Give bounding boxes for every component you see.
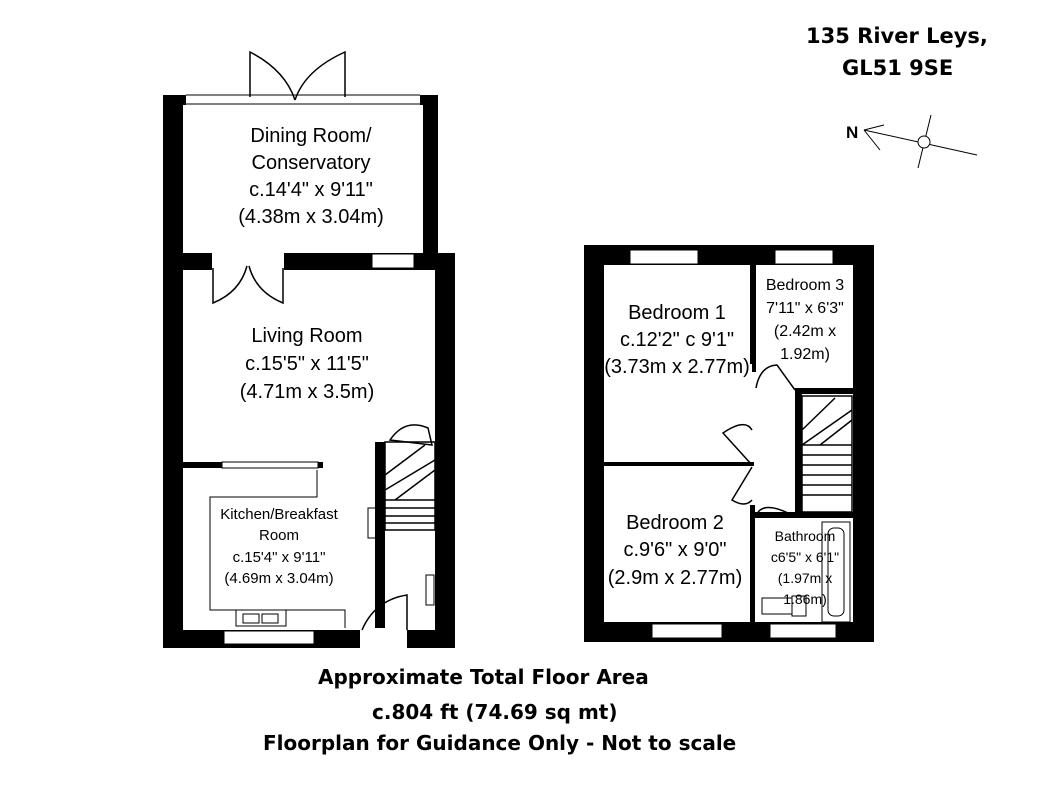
landing-stair-wall <box>795 394 802 512</box>
bedroom3-imperial: 7'11" x 6'3" <box>766 300 844 317</box>
bathroom-imperial: c6'5" x 6'1" <box>771 549 839 565</box>
living-window <box>371 253 415 269</box>
bathroom-window <box>769 623 837 639</box>
bedroom2-east-wall <box>750 505 755 623</box>
bedroom3-south-wall <box>795 388 855 394</box>
dining-room-name-2: Conservatory <box>252 152 371 174</box>
bathroom-door-swing <box>755 506 791 517</box>
address-line-1: 135 River Leys, <box>806 24 988 48</box>
bedroom3-name: Bedroom 3 <box>766 277 844 294</box>
french-door-gap <box>186 95 420 105</box>
footer-total-area-heading: Approximate Total Floor Area <box>318 665 649 689</box>
stair-wall <box>375 442 385 630</box>
address-line-2: GL51 9SE <box>842 56 954 80</box>
dining-room-imperial: c.14'4" x 9'11" <box>249 179 373 201</box>
bedroom3-metric-2: 1.92m) <box>780 346 830 363</box>
living-door-gap <box>212 253 284 270</box>
dining-room-name-1: Dining Room/ <box>250 125 372 147</box>
kitchen-name-1: Kitchen/Breakfast <box>220 506 338 523</box>
kitchen-counter <box>209 470 435 628</box>
bedroom1-imperial: c.12'2" c 9'1" <box>620 329 734 351</box>
bedroom3-west-wall <box>752 262 756 372</box>
footer-disclaimer: Floorplan for Guidance Only - Not to sca… <box>263 731 737 755</box>
bathroom-name: Bathroom <box>775 528 836 544</box>
french-door-right-swing <box>294 50 346 101</box>
dining-room-metric: (4.38m x 3.04m) <box>238 206 384 228</box>
bedroom1-window <box>629 249 699 265</box>
front-door-gap <box>360 628 407 648</box>
kitchen-opening <box>221 461 319 469</box>
compass-rose-icon <box>863 114 978 169</box>
footer-total-area-value: c.804 ft (74.69 sq mt) <box>372 700 618 724</box>
bathroom-metric-1: (1.97m x <box>778 570 832 586</box>
ground-floor-staircase <box>384 424 436 531</box>
kitchen-label: Kitchen/Breakfast Room c.15'4" x 9'11" (… <box>220 506 338 587</box>
living-door-left-swing <box>212 265 248 305</box>
bedroom1-metric: (3.73m x 2.77m) <box>604 356 750 378</box>
kitchen-imperial: c.15'4" x 9'11" <box>233 549 326 566</box>
ground-floor-plan <box>163 50 455 648</box>
bathroom-label: Bathroom c6'5" x 6'1" (1.97m x 1.86m) <box>771 528 839 607</box>
bathroom-north-wall <box>755 512 855 518</box>
bedroom1-bedroom2-wall <box>604 462 754 466</box>
first-floor-plan <box>584 245 874 642</box>
first-floor-wall-right <box>853 245 874 642</box>
ground-floor-wall-right <box>435 253 455 648</box>
living-room-name: Living Room <box>251 325 362 347</box>
first-floor-wall-left <box>584 245 604 642</box>
bathroom-fixtures <box>761 521 851 623</box>
living-door-right-swing <box>248 265 284 305</box>
bedroom2-label: Bedroom 2 c.9'6" x 9'0" (2.9m x 2.77m) <box>608 512 742 589</box>
bedroom3-window <box>774 249 834 265</box>
kitchen-metric: (4.69m x 3.04m) <box>224 570 333 587</box>
kitchen-name-2: Room <box>259 527 299 544</box>
bedroom3-door-swing <box>755 364 796 391</box>
living-room-metric: (4.71m x 3.5m) <box>240 381 374 403</box>
first-floor-staircase <box>801 395 853 513</box>
bedroom2-name: Bedroom 2 <box>626 512 724 534</box>
bedroom2-metric: (2.9m x 2.77m) <box>608 567 742 589</box>
bedroom3-metric-1: (2.42m x <box>774 323 836 340</box>
kitchen-window <box>223 630 315 645</box>
bedroom2-window <box>651 623 723 639</box>
living-room-imperial: c.15'5" x 11'5" <box>245 353 369 375</box>
bedroom2-imperial: c.9'6" x 9'0" <box>624 539 727 561</box>
bedroom1-name: Bedroom 1 <box>628 302 726 324</box>
dining-wall-right <box>423 95 438 253</box>
bedroom3-label: Bedroom 3 7'11" x 6'3" (2.42m x 1.92m) <box>766 277 844 363</box>
ground-floor-wall-left <box>163 95 183 648</box>
compass-north-label: N <box>846 123 858 142</box>
dining-room-label: Dining Room/ Conservatory c.14'4" x 9'11… <box>238 125 384 228</box>
bedroom1-door-swing <box>721 424 753 466</box>
french-door-left-swing <box>249 50 296 101</box>
bedroom1-label: Bedroom 1 c.12'2" c 9'1" (3.73m x 2.77m) <box>604 302 750 378</box>
living-room-label: Living Room c.15'5" x 11'5" (4.71m x 3.5… <box>240 325 374 403</box>
bathroom-metric-2: 1.86m) <box>783 591 827 607</box>
front-door-swing <box>361 594 408 631</box>
bedroom2-door-swing <box>730 466 753 505</box>
